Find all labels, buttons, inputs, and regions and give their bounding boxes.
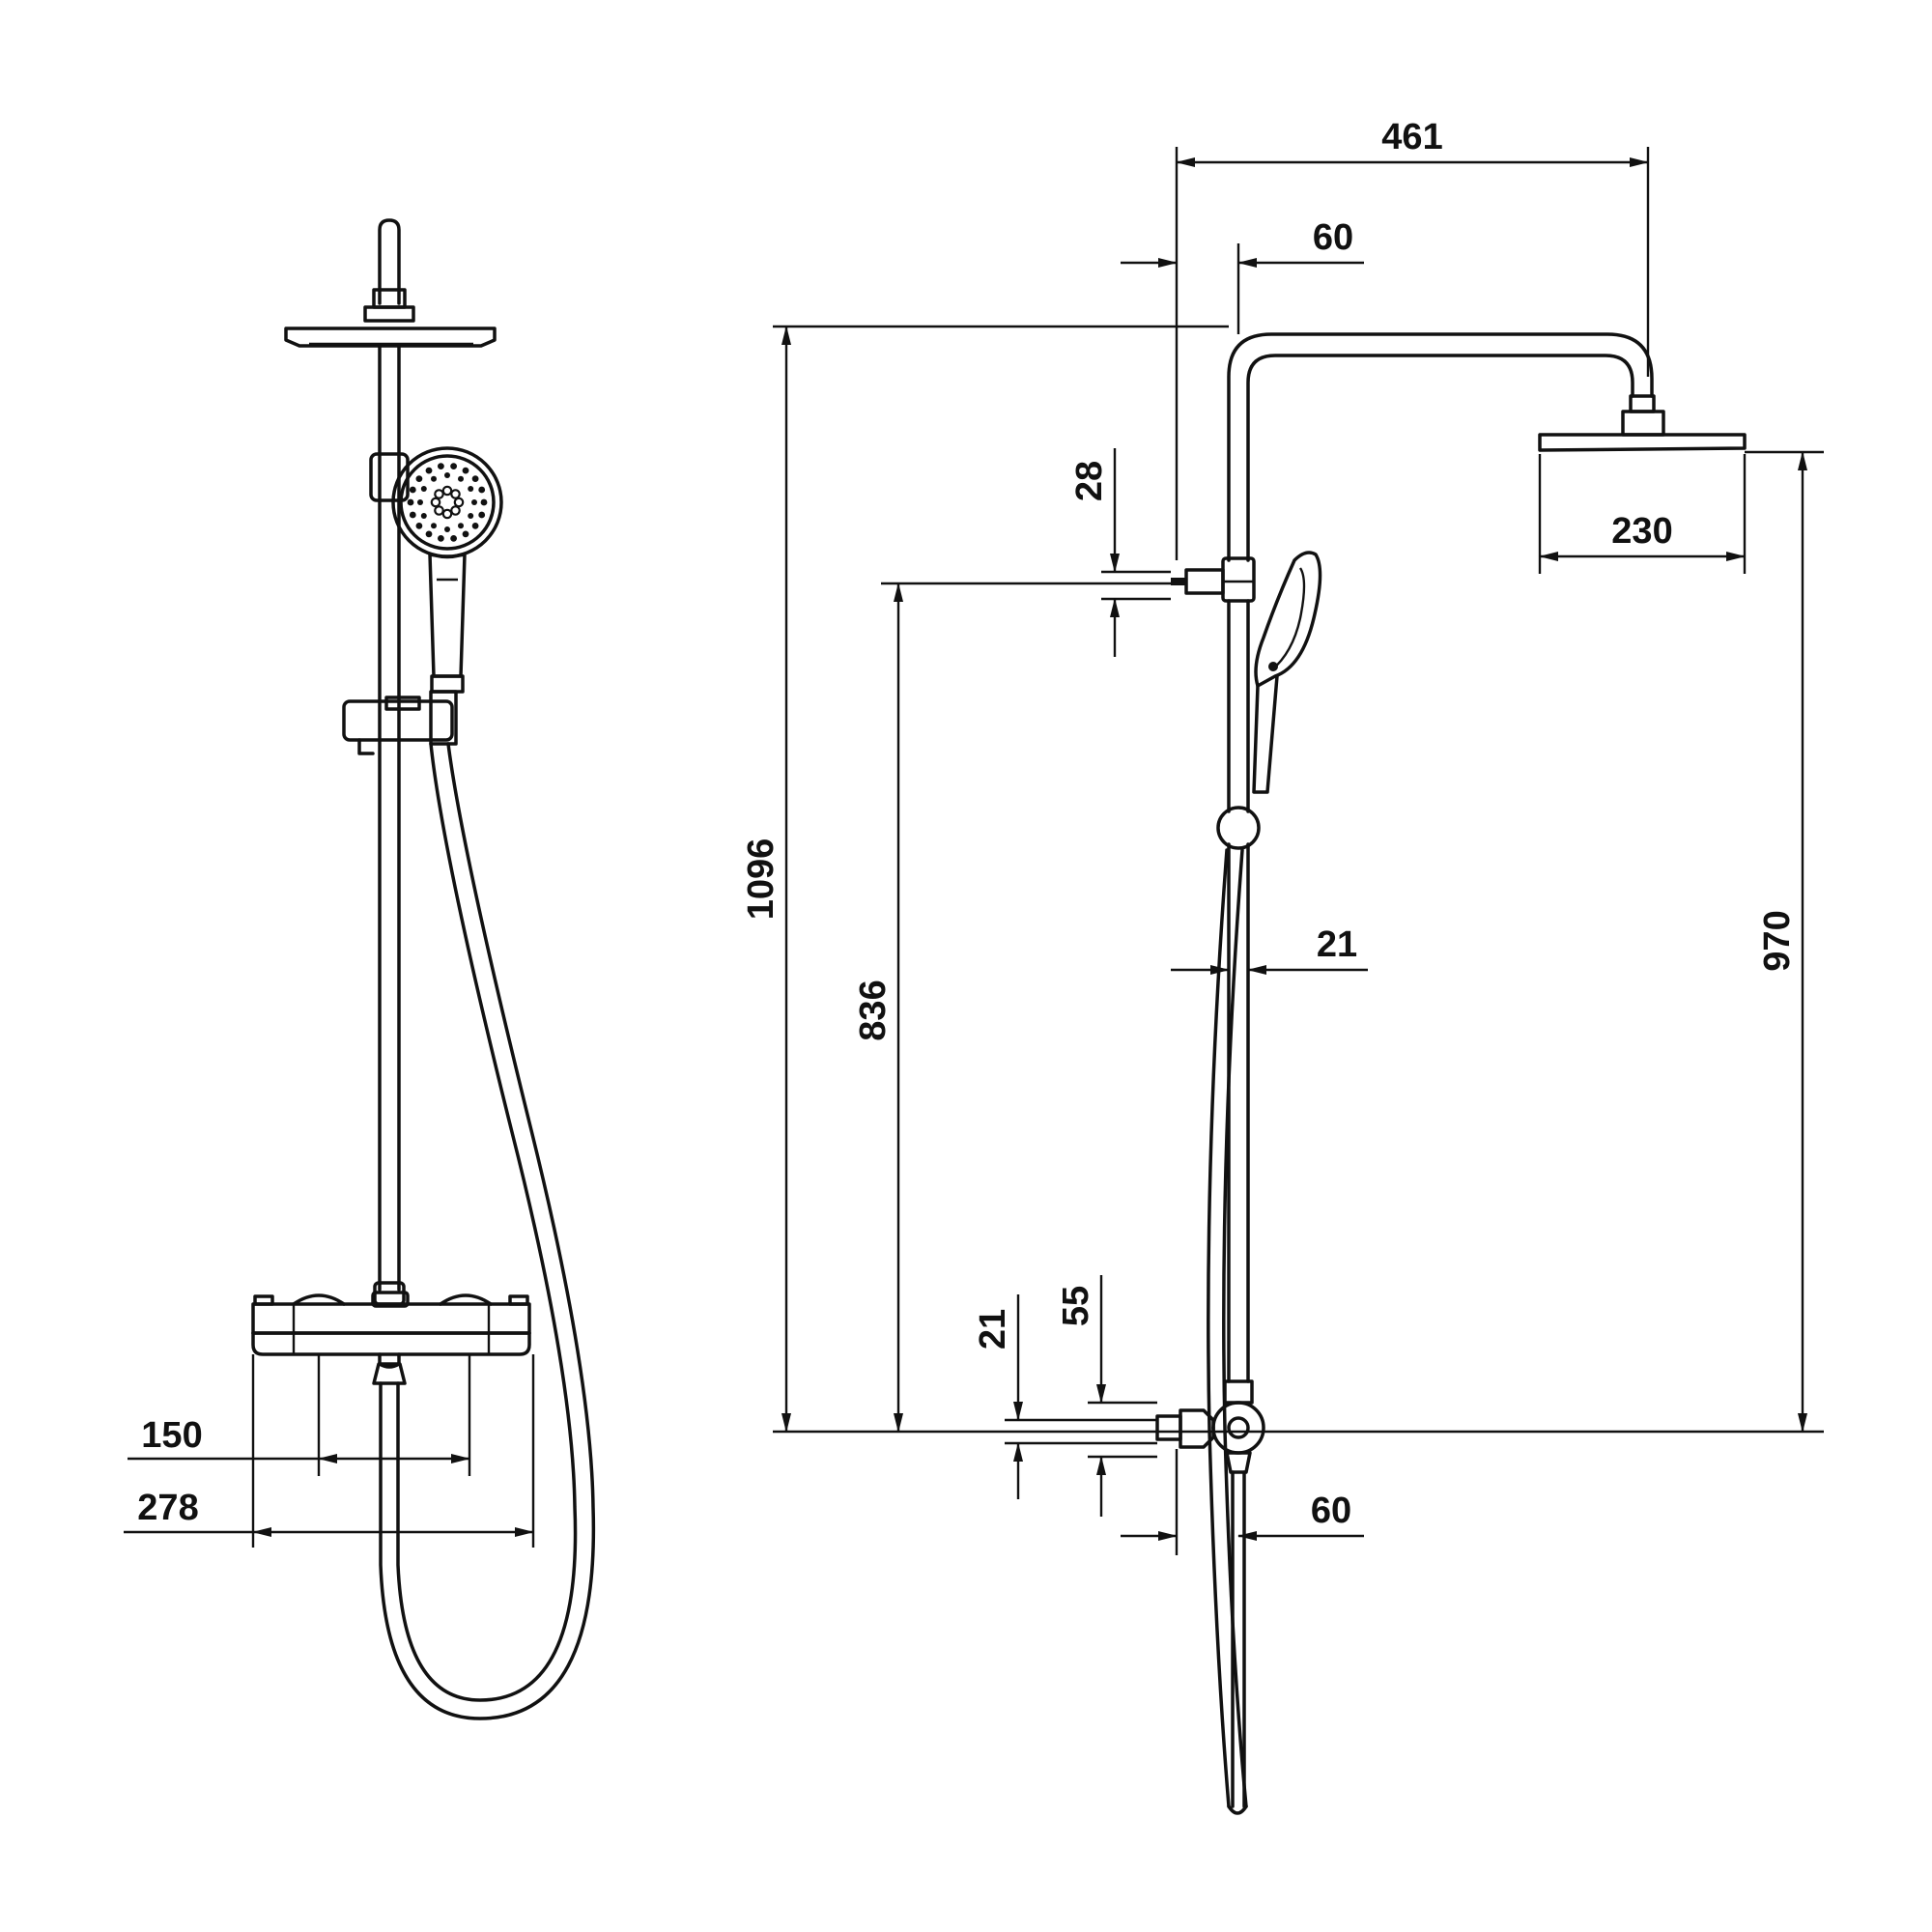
- side-overhead-arm-inner: [1246, 354, 1634, 562]
- nozzle-ring-dot: [450, 505, 461, 516]
- nozzle-dot: [417, 499, 423, 505]
- nozzle-dot: [438, 535, 444, 542]
- side-view: 461 60 1096 836 28: [741, 117, 1824, 1815]
- front-hose-nut: [372, 1362, 407, 1385]
- nozzle-dot: [480, 498, 488, 506]
- nozzle-dot: [425, 530, 433, 538]
- side-overhead-arm-outer: [1227, 332, 1654, 562]
- dim-bracket-height: 28: [1069, 448, 1171, 657]
- nozzle-dot: [450, 535, 457, 542]
- nozzle-dot: [409, 486, 416, 494]
- dim-head-diameter-label: 230: [1611, 511, 1672, 552]
- dim-inlet-spacing-label: 150: [141, 1415, 202, 1456]
- side-bottom-inlet-bracket: [1155, 1379, 1265, 1808]
- nozzle-dot: [468, 513, 474, 519]
- dim-bracket-offset-top: 60: [1121, 217, 1364, 334]
- dim-rod-diameter-label: 21: [1317, 924, 1357, 965]
- nozzle-dot: [444, 526, 450, 532]
- dim-arm-projection: 461: [1175, 117, 1650, 560]
- nozzle-ring-dot: [450, 489, 461, 499]
- front-slide-holder: [342, 699, 454, 742]
- dim-head-diameter: 230: [1538, 454, 1747, 574]
- dim-bracket-height-label: 28: [1069, 461, 1110, 501]
- front-top-riser: [378, 218, 401, 305]
- nozzle-dot: [438, 463, 444, 469]
- dim-rod-diameter: 21: [1171, 924, 1368, 975]
- nozzle-dot: [471, 499, 477, 505]
- dim-inlet-height-55: 55: [1056, 1275, 1157, 1517]
- nozzle-dot: [420, 513, 427, 519]
- nozzle-dot: [420, 486, 427, 492]
- nozzle-dot: [471, 475, 479, 482]
- dim-inlet-height-55-label: 55: [1056, 1286, 1096, 1326]
- dim-overall-height-label: 1096: [741, 838, 781, 921]
- nozzle-dot: [431, 475, 437, 482]
- nozzle-ring-dot: [453, 497, 465, 508]
- dim-bracket-offset-bottom-label: 60: [1311, 1491, 1351, 1531]
- nozzle-dot: [415, 475, 423, 482]
- nozzle-dot: [450, 463, 457, 469]
- nozzle-dot: [444, 472, 450, 478]
- dim-overall-height: 1096: [741, 326, 791, 1433]
- dim-mixer-width-label: 278: [137, 1488, 198, 1528]
- front-shower-hose: [379, 742, 596, 1720]
- nozzle-dot: [415, 523, 423, 529]
- dim-head-height-label: 970: [1757, 910, 1798, 971]
- front-hand-shower: [391, 446, 503, 694]
- dim-arm-projection-label: 461: [1381, 117, 1442, 157]
- nozzle-dot: [478, 511, 486, 519]
- nozzle-ring-dot: [434, 505, 444, 516]
- front-overhead-shower-head: [284, 327, 497, 348]
- front-hand-shower-nozzles: [407, 463, 488, 542]
- nozzle-dot: [425, 467, 433, 474]
- side-overhead-shower-head: [1538, 433, 1747, 452]
- dim-slider-height-label: 836: [853, 980, 894, 1040]
- side-shower-hose: [1207, 848, 1231, 1808]
- nozzle-dot: [462, 530, 469, 538]
- nozzle-dot: [409, 511, 416, 519]
- dim-head-height: 970: [1757, 451, 1807, 1433]
- nozzle-dot: [407, 498, 414, 506]
- nozzle-dot: [462, 467, 469, 474]
- side-head-connector: [1629, 394, 1656, 413]
- dim-inlet-height-21-label: 21: [973, 1309, 1013, 1350]
- side-top-wall-bracket: [1171, 556, 1256, 603]
- nozzle-ring-dot: [441, 485, 453, 497]
- dim-inlet-spacing: 150: [128, 1354, 471, 1476]
- dim-bracket-offset-bottom: 60: [1121, 1449, 1364, 1555]
- nozzle-dot: [468, 486, 474, 492]
- nozzle-dot: [431, 523, 437, 529]
- nozzle-dot: [458, 475, 464, 482]
- dim-inlet-height-21: 21: [973, 1294, 1157, 1499]
- front-view: 150 278: [124, 218, 596, 1720]
- nozzle-ring-dot: [430, 497, 441, 508]
- nozzle-ring-dot: [434, 489, 444, 499]
- front-thermostatic-mixer: [251, 1291, 531, 1356]
- nozzle-ring-dot: [441, 508, 453, 520]
- side-hand-shower: [1252, 551, 1322, 794]
- side-slide-holder: [1216, 806, 1261, 850]
- nozzle-dot: [478, 486, 486, 494]
- dim-bracket-offset-top-label: 60: [1313, 217, 1353, 258]
- front-head-connector-base: [363, 305, 415, 323]
- nozzle-dot: [458, 523, 464, 529]
- nozzle-dot: [471, 523, 479, 529]
- dim-slider-height: 836: [853, 582, 903, 1433]
- dim-mixer-width: 278: [124, 1354, 535, 1548]
